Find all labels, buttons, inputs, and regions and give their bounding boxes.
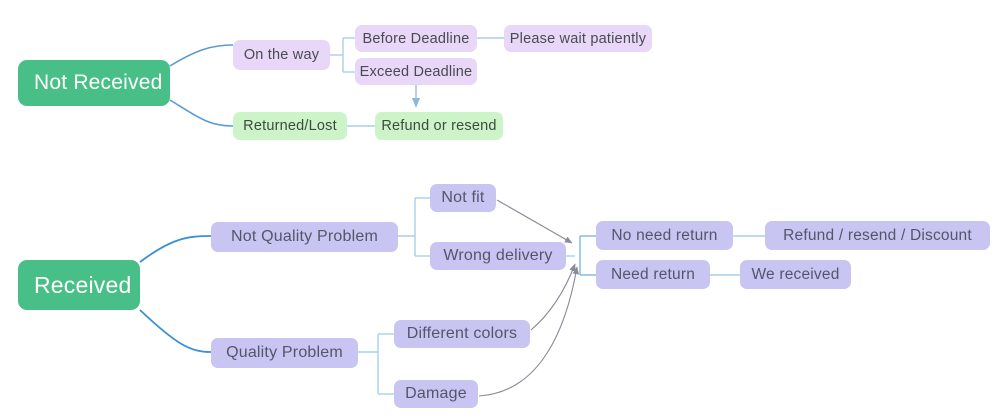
edge-differentcolors-junction [530,263,576,331]
node-before-deadline[interactable]: Before Deadline [355,25,477,52]
edge-notreceived-returnedlost [169,99,234,127]
edge-received-notqualityproblem [139,235,212,263]
node-refund-resend-discount[interactable]: Refund / resend / Discount [765,221,990,250]
node-no-need-return[interactable]: No need return [596,221,733,250]
node-need-return[interactable]: Need return [596,260,710,289]
node-received[interactable]: Received [18,260,140,310]
node-not-received[interactable]: Not Received [18,60,170,106]
node-wrong-delivery[interactable]: Wrong delivery [430,242,566,270]
node-not-quality-problem[interactable]: Not Quality Problem [211,222,398,252]
node-refund-or-resend[interactable]: Refund or resend [375,112,503,140]
node-on-the-way[interactable]: On the way [233,40,330,70]
node-damage[interactable]: Damage [394,380,478,408]
node-not-fit[interactable]: Not fit [430,184,496,212]
node-quality-problem[interactable]: Quality Problem [211,338,358,368]
edge-received-qualityproblem [139,309,212,353]
node-returned-lost[interactable]: Returned/Lost [233,112,347,140]
node-we-received[interactable]: We received [740,260,851,289]
node-please-wait-patiently[interactable]: Please wait patiently [504,25,652,52]
node-exceed-deadline[interactable]: Exceed Deadline [355,58,477,85]
edge-notreceived-ontheway [169,44,234,67]
node-different-colors[interactable]: Different colors [394,320,530,348]
edge-notfit-junction [496,199,573,244]
